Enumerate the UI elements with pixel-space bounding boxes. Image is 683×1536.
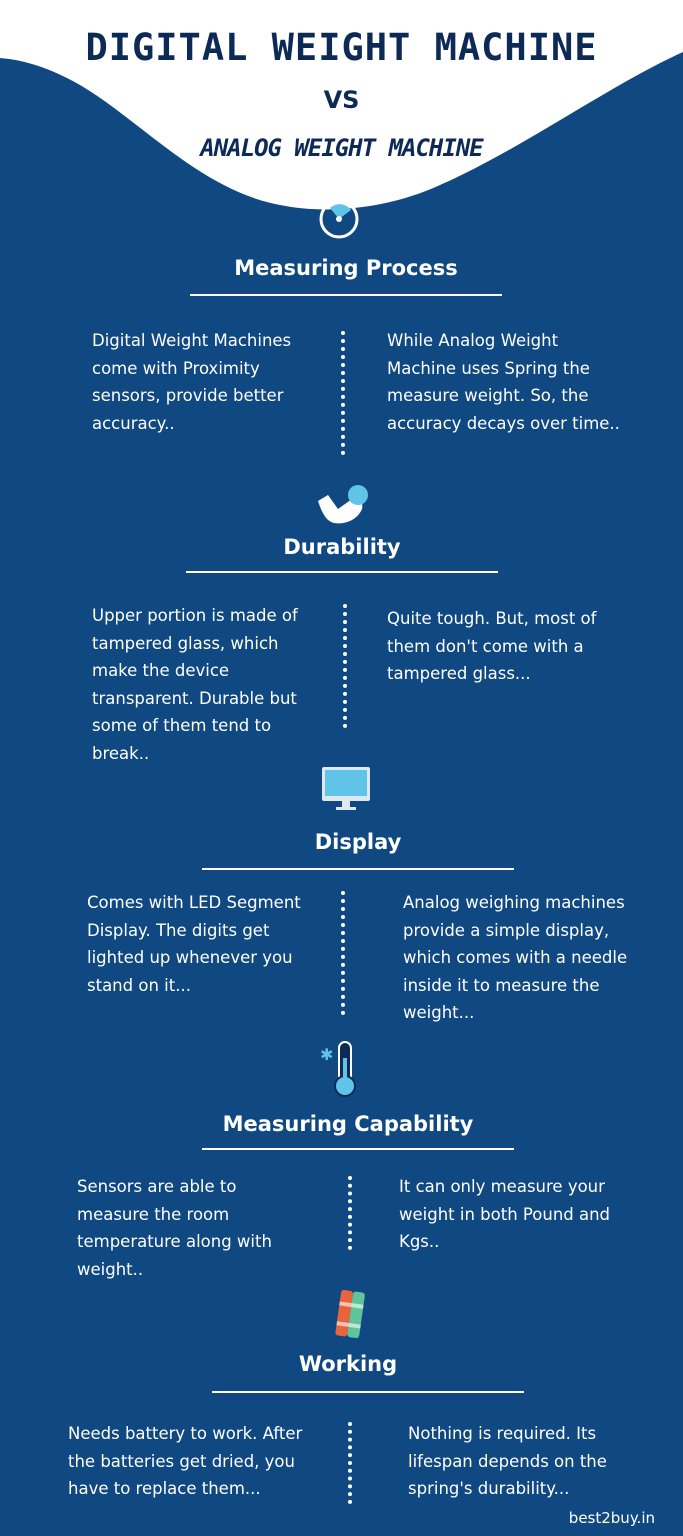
header-wave-background [0, 0, 683, 210]
digital-text-working: Needs battery to work. After the batteri… [68, 1424, 303, 1498]
battery-icon [335, 1289, 365, 1339]
digital-text-measuring-process: Digital Weight Machines come with Proxim… [92, 331, 292, 433]
brand-footer: best2buy.in [568, 1509, 655, 1527]
column-divider [348, 1422, 352, 1504]
page-subtitle: ANALOG WEIGHT MACHINE [200, 134, 483, 162]
section-title-display: Display [314, 830, 402, 854]
gauge-icon [319, 196, 359, 239]
flexed-arm-icon [318, 485, 368, 524]
analog-text-measuring-capability: It can only measure your weight in both … [399, 1177, 611, 1251]
section-title-measuring-capability: Measuring Capability [222, 1112, 474, 1136]
monitor-icon [322, 767, 370, 810]
column-divider [343, 604, 347, 728]
section-underline [202, 1148, 514, 1150]
page-title: DIGITAL WEIGHT MACHINE [85, 26, 598, 69]
analog-text-display: Analog weighing machines provide a simpl… [403, 893, 628, 1022]
section-title-working: Working [298, 1352, 398, 1376]
column-divider [341, 331, 345, 455]
digital-text-display: Comes with LED Segment Display. The digi… [87, 893, 301, 995]
column-divider [348, 1176, 352, 1250]
digital-text-durability: Upper portion is made of tampered glass,… [92, 606, 298, 763]
digital-text-measuring-capability: Sensors are able to measure the room tem… [77, 1177, 272, 1279]
section-underline [190, 294, 502, 296]
versus-label: VS [323, 86, 360, 114]
svg-text:✱: ✱ [320, 1045, 333, 1064]
analog-text-working: Nothing is required. Its lifespan depend… [408, 1424, 607, 1498]
analog-text-durability: Quite tough. But, most of them don't com… [387, 609, 597, 683]
section-underline [202, 868, 514, 870]
section-title-measuring-process: Measuring Process [234, 256, 458, 280]
section-underline [186, 571, 498, 573]
analog-text-measuring-process: While Analog Weight Machine uses Spring … [387, 331, 620, 433]
column-divider [341, 891, 345, 1015]
section-underline [212, 1391, 524, 1393]
section-title-durability: Durability [283, 535, 401, 559]
thermometer-icon: ✱ [320, 1041, 356, 1097]
